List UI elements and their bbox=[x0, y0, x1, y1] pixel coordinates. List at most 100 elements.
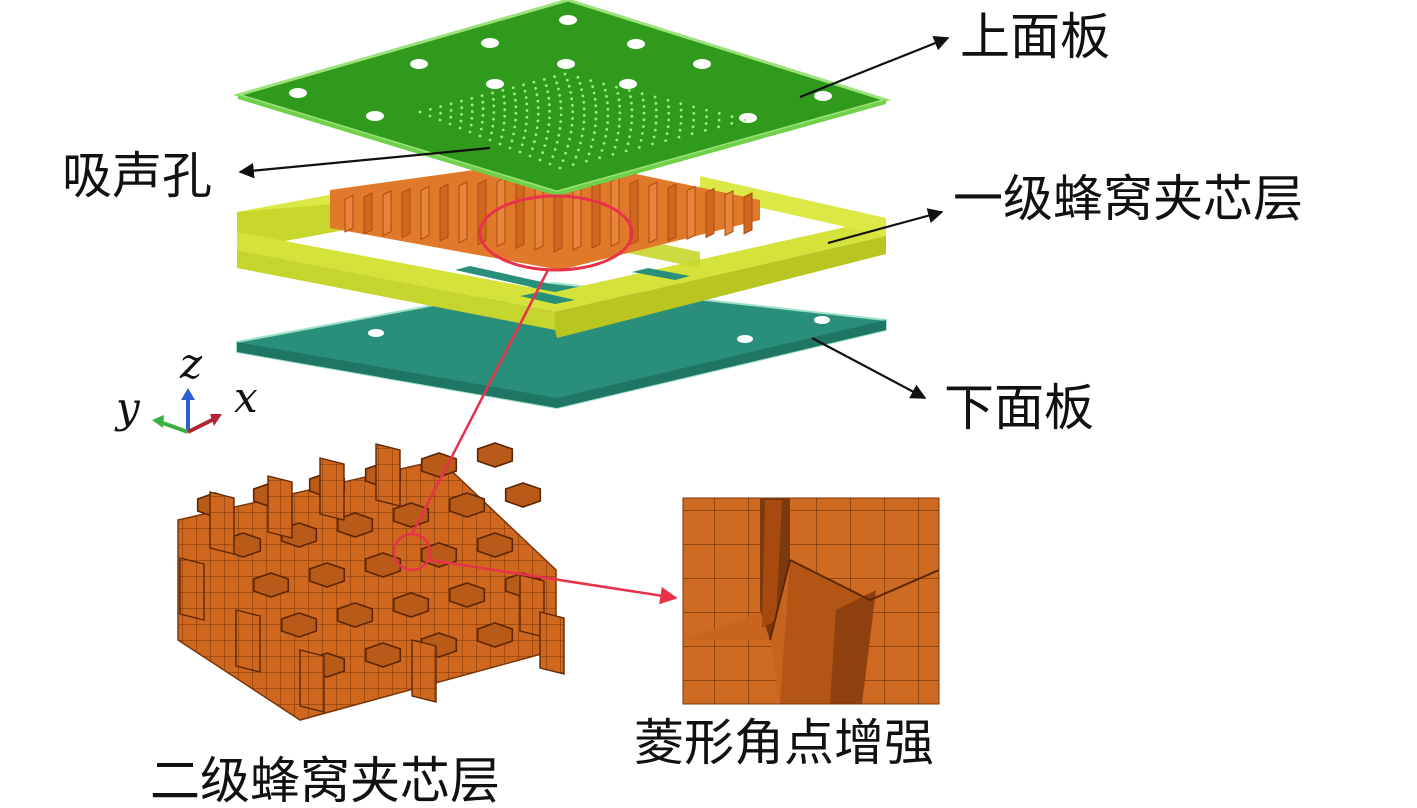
core-fin bbox=[401, 187, 411, 239]
secondary-honeycomb-mesh bbox=[177, 442, 565, 721]
hex-cell bbox=[308, 562, 346, 588]
core-highlight-ring bbox=[478, 194, 634, 272]
sound-hole bbox=[557, 133, 561, 137]
leader-sound-holes bbox=[238, 146, 491, 179]
sound-hole bbox=[533, 140, 536, 144]
sound-hole bbox=[503, 114, 507, 118]
sound-hole bbox=[565, 78, 569, 82]
sound-hole bbox=[536, 119, 540, 123]
sound-hole bbox=[585, 159, 588, 163]
hex-cell bbox=[364, 642, 402, 668]
sound-hole bbox=[704, 122, 708, 125]
sound-hole bbox=[460, 106, 464, 110]
sound-hole bbox=[500, 135, 504, 139]
sound-hole bbox=[615, 138, 619, 142]
sound-hole bbox=[679, 122, 683, 125]
sound-hole bbox=[449, 115, 453, 119]
sound-hole bbox=[536, 112, 540, 116]
sound-hole bbox=[470, 116, 474, 120]
sound-hole bbox=[558, 93, 562, 97]
sound-hole bbox=[574, 155, 578, 159]
sound-hole bbox=[439, 105, 443, 108]
sound-hole bbox=[449, 109, 453, 112]
sound-hole bbox=[691, 125, 695, 129]
sound-hole bbox=[630, 101, 633, 105]
sound-hole bbox=[545, 137, 548, 140]
sound-hole bbox=[501, 128, 505, 132]
sound-hole bbox=[546, 90, 550, 94]
sound-hole bbox=[480, 127, 483, 131]
sound-hole bbox=[580, 134, 584, 138]
sound-hole bbox=[559, 100, 562, 104]
sound-hole bbox=[501, 88, 505, 92]
sound-hole bbox=[587, 152, 591, 156]
honeycomb-fin bbox=[375, 443, 401, 507]
sound-hole bbox=[602, 142, 606, 145]
sound-hole bbox=[652, 135, 656, 139]
sound-hole bbox=[502, 95, 506, 98]
sound-hole bbox=[580, 88, 583, 91]
sound-hole bbox=[717, 125, 720, 129]
sound-hole bbox=[589, 79, 593, 82]
sound-hole bbox=[730, 115, 734, 119]
sound-hole bbox=[546, 130, 550, 133]
sound-hole bbox=[542, 78, 546, 81]
sound-hole bbox=[630, 108, 634, 112]
sound-hole bbox=[690, 132, 694, 136]
sound-hole bbox=[481, 107, 485, 111]
core-fin bbox=[591, 174, 601, 250]
sound-hole bbox=[679, 115, 683, 119]
axis-triad: z y x bbox=[114, 339, 258, 434]
sound-hole bbox=[594, 124, 597, 128]
sound-hole bbox=[605, 95, 608, 98]
sound-hole bbox=[654, 121, 658, 125]
sound-hole bbox=[524, 122, 528, 126]
sound-hole bbox=[592, 91, 596, 95]
corner-zoom-inset bbox=[682, 497, 940, 705]
sound-hole bbox=[604, 134, 607, 138]
sound-hole bbox=[630, 114, 634, 118]
sound-hole bbox=[624, 149, 628, 153]
sound-hole bbox=[642, 125, 645, 128]
sound-hole bbox=[438, 118, 442, 122]
sound-hole bbox=[642, 111, 646, 115]
core-fin bbox=[724, 189, 734, 237]
sound-hole bbox=[705, 115, 708, 119]
hex-cell bbox=[392, 592, 430, 618]
sound-hole bbox=[498, 142, 502, 146]
core-fin bbox=[648, 181, 658, 244]
sound-hole bbox=[641, 98, 645, 102]
sound-hole bbox=[692, 118, 696, 122]
sound-hole bbox=[558, 126, 562, 130]
sound-hole bbox=[525, 115, 529, 119]
sound-hole bbox=[524, 96, 528, 99]
label-top-panel: 上面板 bbox=[960, 8, 1110, 66]
sound-hole bbox=[458, 126, 462, 130]
sound-hole bbox=[717, 118, 721, 122]
sound-hole bbox=[594, 117, 598, 121]
sound-hole bbox=[567, 84, 571, 88]
sound-hole bbox=[582, 120, 586, 124]
sound-hole bbox=[534, 86, 537, 90]
sound-hole bbox=[561, 159, 565, 163]
sound-hole bbox=[469, 123, 473, 127]
sound-hole bbox=[470, 110, 474, 113]
sound-hole bbox=[598, 156, 601, 160]
honeycomb-fin bbox=[411, 639, 437, 703]
sound-hole bbox=[591, 138, 595, 142]
axis-z-label: z bbox=[179, 339, 203, 388]
sound-hole bbox=[460, 99, 463, 103]
sound-hole bbox=[548, 162, 552, 166]
sound-hole bbox=[514, 112, 518, 115]
top-panel-mount-holes bbox=[289, 15, 832, 123]
sound-hole bbox=[637, 146, 641, 149]
core-fin bbox=[439, 183, 449, 242]
core-fin bbox=[515, 174, 525, 250]
core-fin bbox=[363, 192, 373, 235]
honeycomb-fin bbox=[235, 609, 261, 673]
sound-hole bbox=[503, 101, 506, 105]
sound-hole bbox=[503, 108, 507, 112]
sound-hole bbox=[513, 125, 517, 129]
label-corner-reinforce: 菱形角点增强 bbox=[634, 714, 934, 772]
